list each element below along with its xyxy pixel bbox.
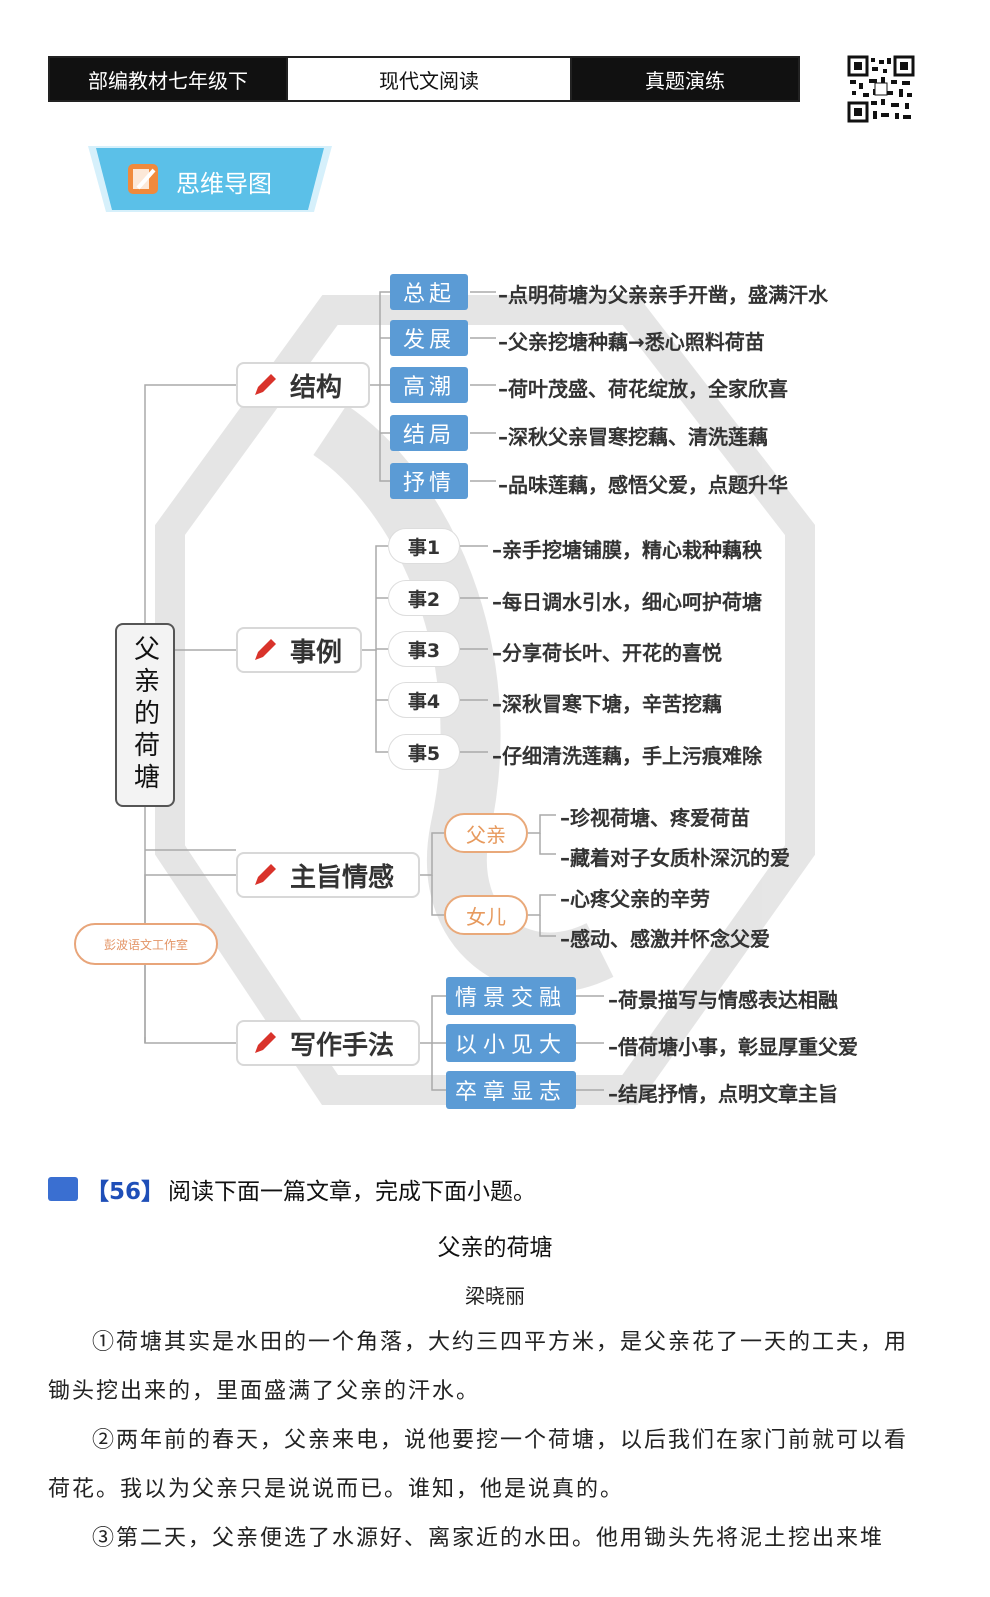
- branch-theme: 主旨情感: [236, 852, 420, 898]
- structure-tag: 高潮: [390, 367, 468, 403]
- header-grade: 部编教材七年级下: [50, 58, 286, 100]
- example-tag: 事4: [388, 682, 460, 718]
- structure-text: –荷叶茂盛、荷花绽放，全家欣喜: [498, 377, 788, 401]
- article-paragraph: ②两年前的春天，父亲来电，说他要挖一个荷塘，以后我们在家门前就可以看荷花。我以为…: [48, 1428, 909, 1502]
- example-text: –每日调水引水，细心呵护荷塘: [492, 590, 762, 614]
- pen-icon: [255, 374, 276, 395]
- structure-text: –品味莲藕，感悟父爱，点题升华: [498, 473, 788, 497]
- theme-text: –藏着对子女质朴深沉的爱: [560, 846, 790, 870]
- branch-writing: 写作手法: [236, 1020, 420, 1066]
- structure-text: –点明荷塘为父亲亲手开凿，盛满汗水: [498, 283, 828, 307]
- header-section: 真题演练: [572, 58, 798, 100]
- structure-tag: 结局: [390, 415, 468, 451]
- question-number: 【56】: [86, 1179, 165, 1205]
- theme-text: –珍视荷塘、疼爱荷苗: [560, 806, 750, 830]
- theme-tag-daughter: 女儿: [444, 895, 528, 935]
- theme-text: –感动、感激并怀念父爱: [560, 927, 770, 951]
- branch-structure-label: 结构: [290, 372, 343, 403]
- structure-text: –深秋父亲冒寒挖藕、清洗莲藕: [498, 425, 768, 449]
- article-paragraph: ③第二天，父亲便选了水源好、离家近的水田。他用锄头先将泥土挖出来堆: [92, 1526, 885, 1551]
- example-tag: 事3: [388, 631, 460, 667]
- pencil-note-icon: [128, 164, 158, 194]
- writing-tag: 卒章显志: [446, 1071, 576, 1109]
- writing-tag: 情景交融: [446, 977, 576, 1015]
- theme-text: –心疼父亲的辛劳: [560, 887, 710, 911]
- banner-label: 思维导图: [176, 170, 272, 198]
- branch-structure: 结构: [236, 362, 370, 408]
- speech-bubble-icon: [48, 1177, 78, 1201]
- structure-tag: 抒情: [390, 463, 468, 499]
- example-tag: 事2: [388, 580, 460, 616]
- writing-text: –借荷塘小事，彰显厚重父爱: [608, 1035, 858, 1059]
- example-text: –亲手挖塘铺膜，精心栽种藕秧: [492, 538, 762, 562]
- pen-icon: [255, 1032, 276, 1053]
- example-tag: 事5: [388, 734, 460, 770]
- header-topic: 现代文阅读: [286, 58, 572, 100]
- example-tag: 事1: [388, 528, 460, 564]
- pen-icon: [255, 639, 276, 660]
- theme-tag-father: 父亲: [444, 813, 528, 853]
- mindmap-root: 父亲的荷塘: [115, 623, 175, 807]
- article-paragraph: ①荷塘其实是水田的一个角落，大约三四平方米，是父亲花了一天的工夫，用锄头挖出来的…: [48, 1330, 909, 1404]
- branch-theme-label: 主旨情感: [290, 862, 395, 893]
- example-text: –深秋冒寒下塘，辛苦挖藕: [492, 692, 722, 716]
- qr-code-icon: [847, 55, 915, 123]
- example-text: –分享荷长叶、开花的喜悦: [492, 641, 722, 665]
- article-author: 梁晓丽: [465, 1284, 525, 1308]
- root-label: 父亲的荷塘: [129, 635, 160, 795]
- branch-examples: 事例: [236, 627, 362, 673]
- pen-icon: [255, 864, 276, 885]
- example-text: –仔细清洗莲藕，手上污痕难除: [492, 744, 762, 768]
- section-banner: 思维导图: [88, 146, 332, 212]
- writing-text: –结尾抒情，点明文章主旨: [608, 1082, 838, 1106]
- studio-stamp: 彭波语文工作室: [74, 923, 218, 965]
- writing-tag: 以小见大: [446, 1024, 576, 1062]
- branch-examples-label: 事例: [290, 637, 343, 668]
- article-title: 父亲的荷塘: [437, 1235, 553, 1261]
- question-heading: 【56】 阅读下面一篇文章，完成下面小题。: [48, 1172, 536, 1206]
- structure-tag: 发展: [390, 320, 468, 356]
- question-instruction: 阅读下面一篇文章，完成下面小题。: [168, 1179, 537, 1205]
- branch-writing-label: 写作手法: [290, 1030, 395, 1061]
- writing-text: –荷景描写与情感表达相融: [608, 988, 838, 1012]
- structure-tag: 总起: [390, 274, 468, 310]
- structure-text: –父亲挖塘种藕→悉心照料荷苗: [498, 330, 765, 354]
- header-bar: 部编教材七年级下 现代文阅读 真题演练: [48, 56, 800, 102]
